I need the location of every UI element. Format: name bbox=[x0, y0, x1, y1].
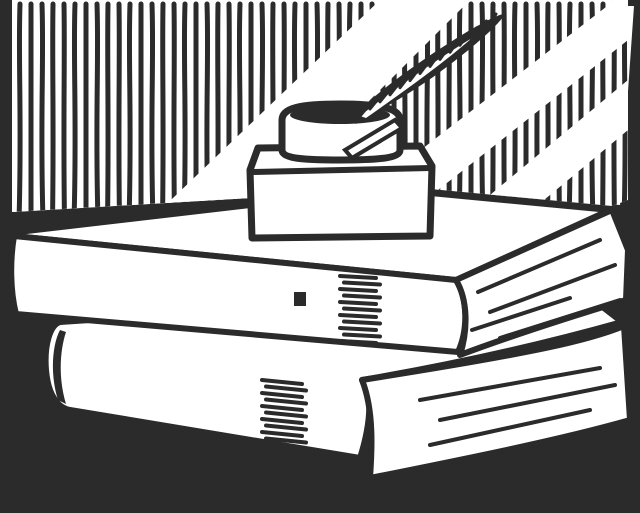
spine-band-dash bbox=[338, 287, 378, 293]
quill-barb bbox=[398, 74, 411, 90]
quill-barb bbox=[468, 26, 479, 40]
table-edge bbox=[631, 354, 640, 362]
hatch-stroke bbox=[556, 1, 562, 212]
quill-barb bbox=[438, 47, 450, 61]
spine-band-dash bbox=[260, 417, 304, 425]
hatch-stroke bbox=[126, 1, 133, 212]
spine-band-dash bbox=[338, 313, 378, 319]
spine-band-dash bbox=[260, 456, 304, 464]
quill-barb bbox=[418, 60, 430, 76]
upper-book-spine-band bbox=[338, 274, 382, 345]
spine-band-dash bbox=[338, 300, 378, 306]
hatch-stroke bbox=[39, 1, 46, 212]
spine-band-dash bbox=[260, 404, 304, 412]
quill-barb bbox=[358, 102, 372, 118]
spine-band-dash bbox=[264, 423, 308, 432]
hatch-stroke bbox=[171, 1, 177, 212]
lower-book-spine-shadow bbox=[52, 330, 66, 404]
hatch-stroke bbox=[105, 1, 111, 212]
hatch-stroke bbox=[16, 1, 23, 212]
spine-band-dash bbox=[264, 449, 308, 458]
quill-barb bbox=[488, 12, 498, 26]
hatch-stroke bbox=[116, 1, 122, 212]
spine-band-dash bbox=[260, 443, 304, 451]
spine-band-dash bbox=[338, 326, 378, 332]
spine-band-dash bbox=[264, 410, 308, 419]
spine-band-dash bbox=[264, 384, 308, 393]
spine-band-dash bbox=[260, 378, 304, 386]
lower-book-page-lines bbox=[418, 366, 617, 458]
upper-book-label bbox=[294, 292, 306, 306]
spine-band-dash bbox=[342, 306, 382, 313]
spine-band-dash bbox=[342, 319, 382, 326]
quill-barb bbox=[408, 67, 420, 83]
spine-band-dash bbox=[338, 339, 378, 345]
quill-barb bbox=[428, 54, 440, 68]
hatch-stroke bbox=[456, 1, 463, 212]
hatch-stroke bbox=[160, 1, 166, 212]
spine-band-dash bbox=[260, 430, 304, 438]
quill-feather bbox=[341, 12, 505, 161]
hatch-stroke bbox=[566, 1, 573, 212]
spine-band-dash bbox=[260, 391, 304, 399]
inkwell-base-edge bbox=[251, 165, 431, 175]
quill-barb bbox=[378, 88, 391, 104]
quill-shaft bbox=[341, 117, 406, 161]
hatch-stroke bbox=[71, 1, 78, 212]
spine-band-dash bbox=[342, 280, 382, 287]
lower-book-spine-band bbox=[260, 378, 308, 464]
quill-barb bbox=[458, 33, 469, 47]
hatch-stroke bbox=[181, 1, 188, 212]
hatch-stroke bbox=[94, 1, 101, 212]
hatch-stroke bbox=[446, 1, 452, 212]
hatch-stroke bbox=[149, 1, 156, 212]
quill-barb bbox=[368, 95, 382, 111]
spine-band-dash bbox=[338, 274, 378, 280]
spine-band-dash bbox=[264, 436, 308, 445]
quill-barb bbox=[388, 81, 401, 97]
spine-band-dash bbox=[342, 293, 382, 300]
hatch-stroke bbox=[50, 1, 56, 212]
upper-book-page-lines bbox=[470, 238, 622, 340]
spine-band-dash bbox=[264, 397, 308, 406]
quill-barb bbox=[448, 40, 459, 54]
quill-barb bbox=[478, 19, 488, 33]
hatch-stroke bbox=[61, 1, 67, 212]
spine-band-dash bbox=[342, 332, 382, 339]
